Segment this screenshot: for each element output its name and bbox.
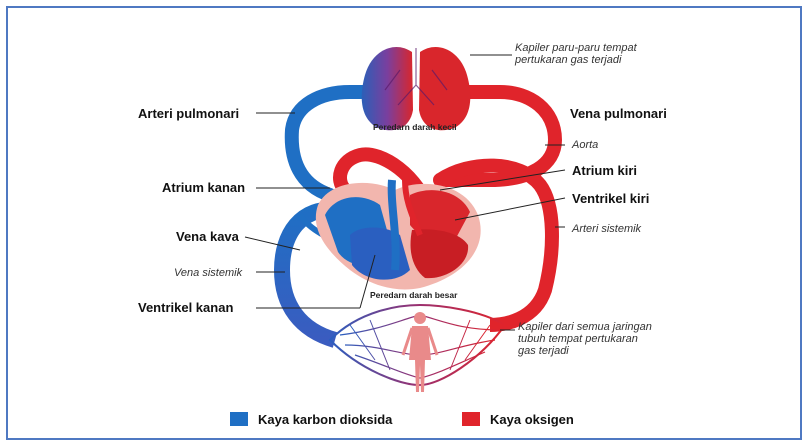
legend-swatch-blue <box>230 412 248 426</box>
legend-label-blue: Kaya karbon dioksida <box>258 412 393 427</box>
right-lung <box>419 47 470 130</box>
systemic-vein-label: Vena sistemik <box>174 267 243 279</box>
capillary-lung-label-line2: pertukaran gas terjadi <box>514 54 622 66</box>
legend-label-red: Kaya oksigen <box>490 412 574 427</box>
legend: Kaya karbon dioksida Kaya oksigen <box>230 412 574 427</box>
human-figure <box>403 312 437 392</box>
pulmonary-artery-vessel <box>292 92 372 195</box>
right-ventricle-label: Ventrikel kanan <box>138 300 233 315</box>
capillary-body-label-line3: gas terjadi <box>518 345 569 357</box>
aorta-label: Aorta <box>571 139 598 151</box>
lungs <box>362 47 471 130</box>
large-circulation-label: Peredarn darah besar <box>370 290 458 300</box>
body-capillaries <box>330 305 505 392</box>
pulmonary-artery-label: Arteri pulmonari <box>138 106 239 121</box>
capillary-body-label-line1: Kapiler dari semua jaringan <box>518 321 652 333</box>
legend-swatch-red <box>462 412 480 426</box>
heart <box>316 180 481 289</box>
systemic-artery-label: Arteri sistemik <box>571 223 642 235</box>
left-ventricle-label: Ventrikel kiri <box>572 191 649 206</box>
right-atrium-label: Atrium kanan <box>162 180 245 195</box>
pulmonary-vein-label: Vena pulmonari <box>570 106 667 121</box>
vena-cava-label: Vena kava <box>176 229 240 244</box>
capillary-body-label-line2: tubuh tempat pertukaran <box>518 333 638 345</box>
left-atrium-label: Atrium kiri <box>572 163 637 178</box>
capillary-lung-label-line1: Kapiler paru-paru tempat <box>515 42 638 54</box>
left-lung <box>362 47 413 130</box>
small-circulation-label: Peredarn darah kecil <box>373 122 457 132</box>
